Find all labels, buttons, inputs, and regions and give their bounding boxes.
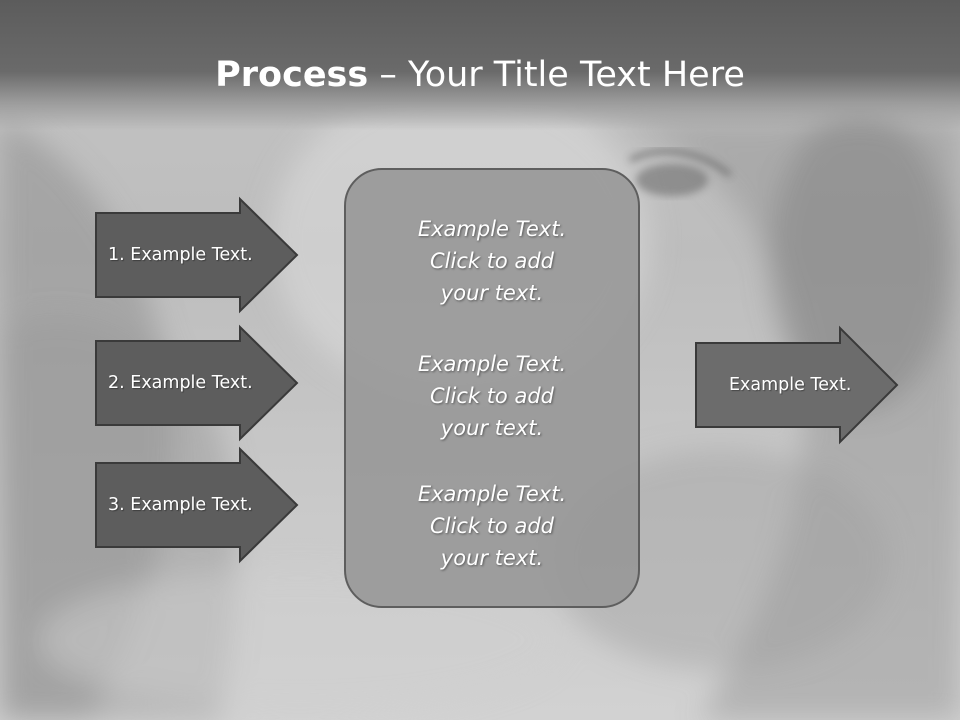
left-arrow-3-label: 3. Example Text. <box>108 495 253 515</box>
slide-title: Process – Your Title Text Here <box>0 52 960 98</box>
left-arrow-2-label: 2. Example Text. <box>108 373 253 393</box>
center-text-line: your text. <box>440 281 544 305</box>
right-arrow-label: Example Text. <box>729 375 852 395</box>
center-text-line: your text. <box>440 546 544 570</box>
center-text-line: your text. <box>440 416 544 440</box>
left-arrow-2-polygon <box>95 324 299 442</box>
center-text-line: Example Text. <box>417 352 567 376</box>
center-text-line: Click to add <box>429 384 554 408</box>
right-arrow: Example Text. <box>695 325 899 445</box>
right-arrow-polygon <box>695 325 899 445</box>
left-arrow-3-polygon <box>95 446 299 564</box>
title-bold: Process <box>215 55 369 95</box>
left-arrow-1-label: 1. Example Text. <box>108 245 253 265</box>
left-arrow-1: 1. Example Text. <box>95 196 299 314</box>
right-arrow-shape <box>695 325 899 445</box>
left-arrow-3: 3. Example Text. <box>95 446 299 564</box>
center-content-box <box>344 168 640 608</box>
left-arrow-2: 2. Example Text. <box>95 324 299 442</box>
left-arrow-3-shape <box>95 446 299 564</box>
center-text-line: Click to add <box>429 514 554 538</box>
title-bar <box>0 0 960 130</box>
center-text-line: Example Text. <box>417 482 567 506</box>
center-text-block-1: Example Text. Click to add your text. <box>344 213 640 309</box>
center-text-block-2: Example Text. Click to add your text. <box>344 348 640 444</box>
center-text-block-3: Example Text. Click to add your text. <box>344 478 640 574</box>
left-arrow-2-shape <box>95 324 299 442</box>
title-rest: – Your Title Text Here <box>368 55 745 95</box>
left-arrow-1-polygon <box>95 196 299 314</box>
center-text-line: Click to add <box>429 249 554 273</box>
center-text-line: Example Text. <box>417 217 567 241</box>
left-arrow-1-shape <box>95 196 299 314</box>
